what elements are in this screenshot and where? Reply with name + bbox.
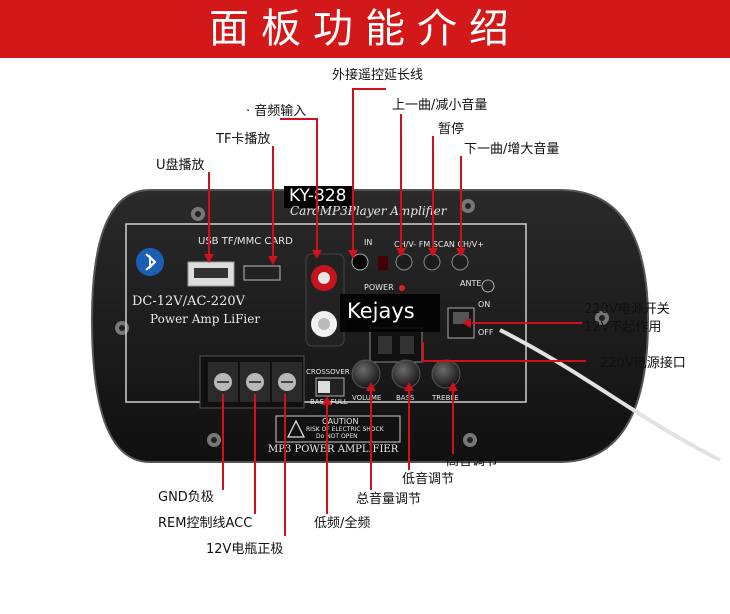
leader-prev (400, 114, 402, 254)
leader-next (460, 156, 462, 252)
label-rem: REM控制线ACC (158, 516, 253, 531)
antenna-jack (481, 279, 495, 293)
leader-treble (452, 384, 454, 454)
banner-title: 面板功能介绍 (209, 6, 521, 52)
cable (499, 328, 721, 462)
caution-box (275, 415, 401, 443)
in-label: IN (364, 238, 373, 247)
leader-power-switch (472, 322, 582, 324)
leader-usb (208, 172, 210, 256)
panel-subtitle: CardMP3Player Amplifier (290, 204, 447, 218)
leader-bass (408, 384, 410, 470)
power-led-label: POWER (364, 283, 394, 292)
label-tf-play: TF卡播放 (216, 132, 271, 147)
label-pause: 暂停 (438, 122, 465, 137)
leader-rem (254, 394, 256, 514)
volume-label: VOLUME (352, 394, 382, 402)
title-banner (0, 0, 730, 58)
label-battery-pos: 12V电瓶正极 (206, 542, 284, 557)
tf-card-slot (243, 265, 281, 281)
label-treble-adj: 高音调节 (446, 454, 499, 469)
leader-audio-in (316, 118, 318, 256)
leader-gnd (222, 394, 224, 490)
leader-tf (272, 146, 274, 258)
label-audio-in: · 音频输入 (246, 104, 307, 119)
switch-on-label: ON (478, 300, 491, 309)
power-socket (369, 327, 423, 363)
switch-off-label: OFF (478, 328, 494, 337)
crossover-label: CROSSOVER (306, 368, 350, 376)
ports-label: USB TF/MMC CARD (198, 236, 293, 247)
label-remote: 外接遥控延长线 (332, 68, 424, 83)
ir-window (378, 256, 388, 270)
leader-pause (432, 136, 434, 252)
label-power-socket: 220V电源接口 (600, 356, 686, 371)
label-lowfreq-full: 低频/全频 (314, 516, 371, 531)
leader-battery (284, 394, 286, 536)
caution-line1: RISK OF ELECTRIC SHOCK (306, 426, 384, 433)
brand-watermark: Kejays (347, 299, 415, 323)
label-power-switch-note: 12V不起作用 (584, 320, 662, 335)
label-usb-play: U盘播放 (156, 158, 205, 173)
caution-line2: Do NOT OPEN (316, 433, 358, 440)
transport-labels: CH/V- FM SCAN CH/V+ (394, 240, 484, 249)
label-bass-adj: 低音调节 (402, 472, 455, 487)
ante-label: ANTE (460, 279, 482, 288)
bass-label: BASS (396, 394, 415, 402)
treble-label: TREBLE (432, 394, 459, 402)
label-next-vol-up: 下一曲/增大音量 (464, 142, 560, 157)
leader-remote (352, 88, 354, 256)
panel-footer: MP3 POWER AMPLIFIER (268, 444, 399, 455)
brand-watermark-box (340, 294, 440, 332)
caution-title: CAUTION (322, 417, 359, 426)
power-led (399, 285, 405, 291)
label-master-vol: 总音量调节 (356, 492, 422, 507)
label-power-switch: 220V电源开关 (584, 302, 670, 317)
leader-crossover (326, 398, 328, 514)
leader-power-socket (422, 342, 424, 362)
power-spec: DC-12V/AC-220V (132, 294, 246, 309)
label-prev-vol-down: 上一曲/减小音量 (392, 98, 488, 113)
leader-volume (370, 384, 372, 490)
label-gnd: GND负极 (158, 490, 214, 505)
warning-triangle-icon (286, 419, 306, 438)
amp-label: Power Amp LiFier (150, 312, 261, 326)
